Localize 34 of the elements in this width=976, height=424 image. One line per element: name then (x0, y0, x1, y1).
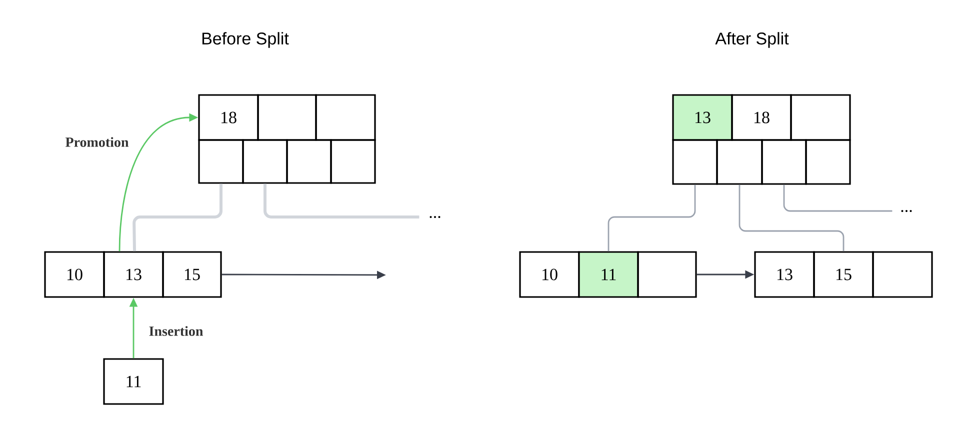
key-cell (761, 139, 807, 185)
key-cell: 18 (731, 94, 792, 141)
connector-line (608, 184, 696, 252)
heading: After Split (715, 32, 789, 48)
key-cell (805, 139, 851, 185)
key-cell (198, 139, 244, 184)
inserted-key-box: 11 (103, 358, 164, 405)
connector-line (132, 184, 222, 252)
edge-label: Insertion (148, 325, 204, 337)
connector-line (738, 184, 844, 252)
key-cell (872, 251, 933, 298)
key-cell: 13 (672, 94, 733, 141)
key-cell: 11 (578, 251, 639, 298)
connector-line (783, 184, 892, 212)
key-cell (330, 139, 376, 184)
key-cell (315, 94, 376, 141)
connector-line (264, 184, 420, 218)
key-cell: 15 (162, 251, 222, 298)
key-cell (637, 251, 697, 298)
key-cell: 15 (813, 251, 874, 298)
key-cell (286, 139, 332, 184)
ellipsis-text: ... (430, 216, 440, 218)
key-cell: 18 (198, 94, 259, 141)
heading: Before Split (202, 32, 289, 48)
key-cell: 10 (44, 251, 105, 298)
key-cell (790, 94, 851, 141)
key-cell (672, 139, 718, 185)
ellipsis-text: ... (901, 210, 912, 212)
key-cell (257, 94, 317, 141)
key-cell (242, 139, 288, 184)
edge-label: Promotion (64, 136, 130, 148)
key-cell (716, 139, 763, 185)
key-cell: 13 (103, 251, 164, 298)
key-cell: 13 (754, 251, 815, 298)
